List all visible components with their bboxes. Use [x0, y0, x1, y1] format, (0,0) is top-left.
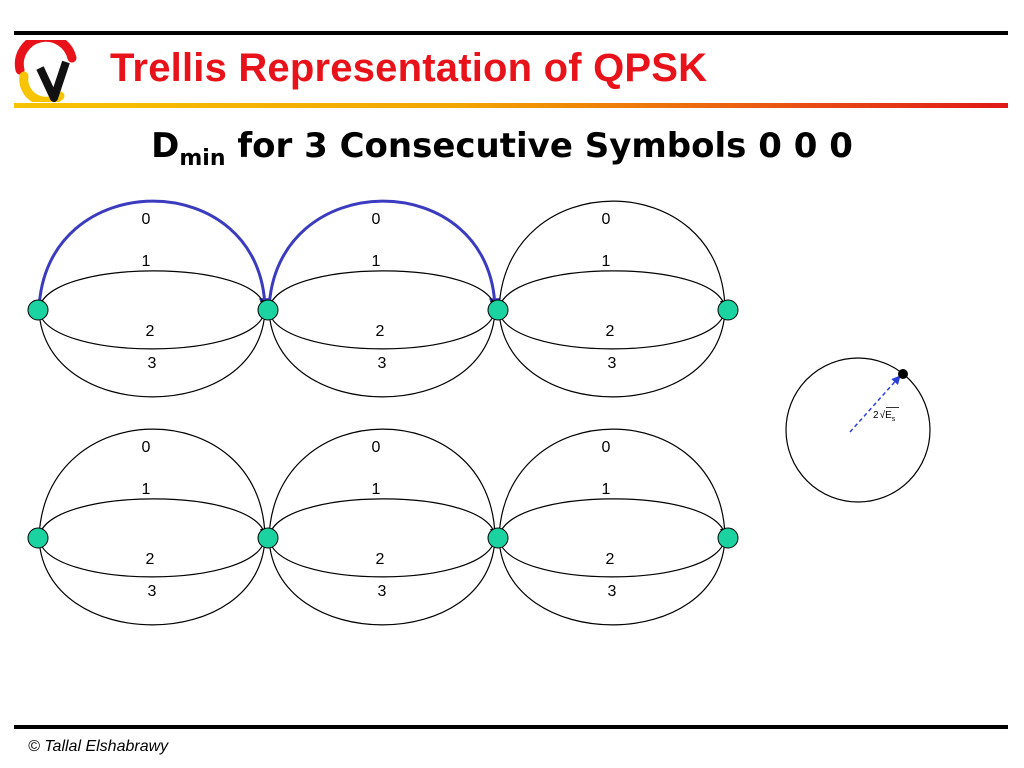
edge-label-0-stage-3: 0	[602, 211, 611, 228]
edge-1-stage-1	[38, 270, 269, 311]
subtitle-subscript: min	[179, 146, 226, 171]
edge-2-stage-2	[268, 308, 500, 350]
logo-icon	[14, 40, 77, 102]
header-gradient-rule	[14, 103, 1008, 108]
trellis-node-3	[717, 299, 739, 321]
distance-subscript: s	[892, 416, 896, 423]
trellis-top: 0 1 2 3 0 1 2 3 0 1 2 3	[27, 199, 739, 398]
edge-0-stage-3	[498, 200, 730, 311]
constellation-circle	[785, 357, 931, 503]
edge-label-3-stage-3: 3	[608, 355, 617, 372]
edge-3-stage-3	[498, 536, 730, 626]
edge-3-stage-1	[38, 308, 270, 398]
edge-2-stage-3	[498, 536, 730, 578]
trellis-node-2	[487, 527, 509, 549]
edge-label-1-stage-2: 1	[372, 481, 381, 498]
edge-1-stage-3	[498, 498, 729, 539]
trellis-node-1	[257, 527, 279, 549]
edge-1-stage-3	[498, 270, 729, 311]
edge-3-stage-2	[268, 308, 500, 398]
subtitle-prefix: D	[151, 126, 180, 166]
edge-label-3-stage-1: 3	[148, 355, 157, 372]
edge-label-1-stage-1: 1	[142, 481, 151, 498]
edge-label-2-stage-1: 2	[146, 551, 155, 568]
edge-2-stage-3	[498, 308, 730, 350]
edge-label-3-stage-3: 3	[608, 583, 617, 600]
highlighted-edge-0-stage-2	[267, 199, 501, 311]
edge-label-0-stage-3: 0	[602, 439, 611, 456]
slide-subtitle: Dmin for 3 Consecutive Symbols 0 0 0	[0, 126, 1004, 179]
header-top-rule	[14, 31, 1008, 35]
edge-label-3-stage-2: 3	[378, 583, 387, 600]
edge-label-0-stage-2: 0	[372, 211, 381, 228]
edge-label-0-stage-1: 0	[142, 211, 151, 228]
sqrt-sign: √	[880, 409, 886, 421]
distance-symbol: E	[885, 410, 892, 421]
edge-3-stage-1	[38, 536, 270, 626]
edge-label-1-stage-2: 1	[372, 253, 381, 270]
distance-label: 2√Es	[873, 409, 896, 423]
slide-title: Trellis Representation of QPSK	[110, 46, 708, 90]
edge-3-stage-3	[498, 308, 730, 398]
distance-vector	[849, 375, 901, 433]
trellis-node-1	[257, 299, 279, 321]
edge-label-3-stage-1: 3	[148, 583, 157, 600]
edge-label-1-stage-3: 1	[602, 481, 611, 498]
edge-0-stage-1	[38, 428, 270, 539]
constellation-point	[898, 369, 908, 379]
edge-2-stage-1	[38, 536, 270, 578]
trellis-bottom: 0 1 2 3 0 1 2 3 0 1 2 3	[27, 428, 739, 626]
edge-label-1-stage-3: 1	[602, 253, 611, 270]
edge-0-stage-2	[268, 428, 500, 539]
edge-label-1-stage-1: 1	[142, 253, 151, 270]
edge-label-0-stage-1: 0	[142, 439, 151, 456]
edge-label-3-stage-2: 3	[378, 355, 387, 372]
edge-1-stage-1	[38, 498, 269, 539]
trellis-node-0	[27, 527, 49, 549]
constellation: 2√Es	[785, 357, 931, 503]
edge-3-stage-2	[268, 536, 500, 626]
trellis-node-0	[27, 299, 49, 321]
trellis-node-2	[487, 299, 509, 321]
edge-label-2-stage-3: 2	[606, 551, 615, 568]
edge-1-stage-2	[268, 270, 499, 311]
footer-rule	[14, 725, 1008, 729]
edge-label-2-stage-2: 2	[376, 323, 385, 340]
highlighted-edge-0-stage-1	[37, 199, 271, 311]
trellis-node-3	[717, 527, 739, 549]
edge-2-stage-1	[38, 308, 270, 350]
edge-label-2-stage-2: 2	[376, 551, 385, 568]
distance-coefficient: 2	[873, 410, 879, 421]
edge-0-stage-3	[498, 428, 730, 539]
edge-label-0-stage-2: 0	[372, 439, 381, 456]
edge-label-2-stage-1: 2	[146, 323, 155, 340]
footer-copyright: © Tallal Elshabrawy	[28, 738, 169, 755]
subtitle-rest: for 3 Consecutive Symbols 0 0 0	[225, 126, 853, 166]
edge-1-stage-2	[268, 498, 499, 539]
edge-2-stage-2	[268, 536, 500, 578]
edge-label-2-stage-3: 2	[606, 323, 615, 340]
